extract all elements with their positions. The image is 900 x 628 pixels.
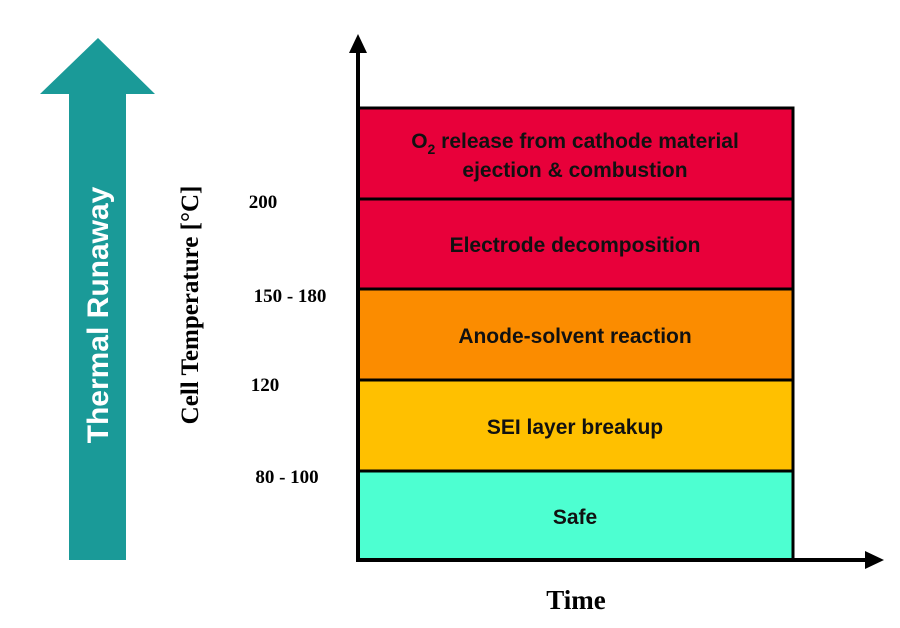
tick-label-120: 120 [251, 375, 280, 396]
band-label-o2-release-line2: ejection & combustion [462, 159, 687, 182]
band-sei-layer-breakup [356, 378, 795, 473]
y-axis-label: Cell Temperature [°C] [177, 186, 204, 425]
y-axis-arrowhead [349, 34, 367, 53]
tick-label-150-180: 150 - 180 [254, 286, 327, 307]
thermal-runaway-label: Thermal Runaway [82, 186, 115, 443]
thermal-runaway-arrow [40, 38, 155, 560]
band-label-safe: Safe [553, 506, 597, 529]
x-axis-arrowhead [865, 551, 884, 569]
band-anode-solvent-reaction [356, 287, 795, 382]
tick-label-200: 200 [249, 192, 278, 213]
band-label-sei-layer-breakup: SEI layer breakup [487, 416, 663, 439]
band-label-electrode-decomposition: Electrode decomposition [450, 234, 701, 257]
band-label-anode-solvent-reaction: Anode-solvent reaction [458, 325, 691, 348]
x-axis-label: Time [546, 585, 606, 615]
band-label-o2-release: O2 release from cathode material [411, 130, 739, 157]
band-o2-release [356, 106, 795, 201]
tick-label-80-100: 80 - 100 [255, 467, 318, 488]
